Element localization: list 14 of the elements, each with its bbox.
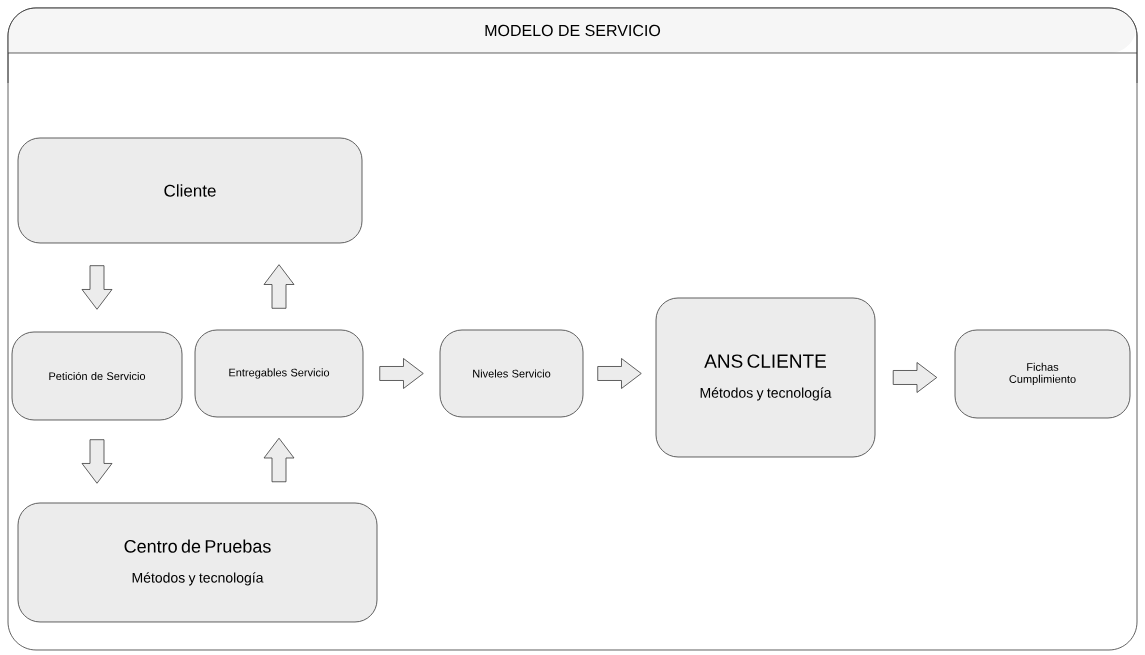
rounded-box: Cliente bbox=[17, 137, 363, 244]
block-arrow bbox=[81, 439, 113, 484]
rounded-box: Fichas Cumplimiento bbox=[954, 329, 1131, 419]
block-arrow bbox=[892, 362, 938, 393]
block-arrow bbox=[81, 265, 113, 310]
rounded-box: Niveles Servicio bbox=[439, 329, 584, 418]
rounded-box: ANS CLIENTE Métodos y tecnología bbox=[655, 297, 876, 458]
block-arrow bbox=[263, 264, 295, 309]
block-arrow bbox=[263, 437, 295, 483]
rounded-box: Centro de Pruebas Métodos y tecnología bbox=[17, 502, 378, 623]
block-arrow bbox=[597, 358, 642, 389]
block-arrow bbox=[379, 358, 424, 389]
rounded-box: Entregables Servicio bbox=[194, 329, 364, 418]
rounded-box: Petición de Servicio bbox=[11, 331, 183, 421]
